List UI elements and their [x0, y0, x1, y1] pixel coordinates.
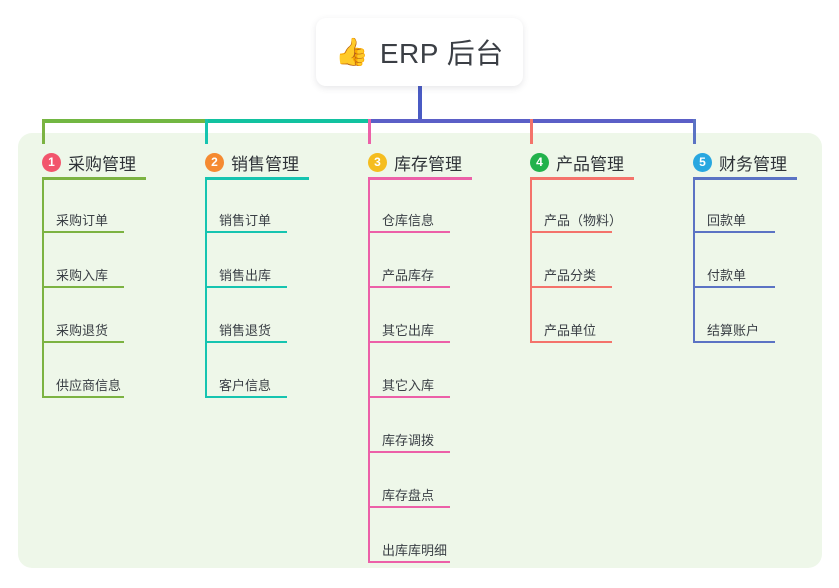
column-badge-3: 3 — [368, 153, 387, 172]
leaf-underline — [205, 286, 287, 288]
leaf-item[interactable]: 采购订单 — [56, 213, 109, 228]
diagram-background-panel — [18, 133, 822, 568]
leaf-item[interactable]: 销售退货 — [219, 323, 272, 338]
leaf-underline — [368, 451, 450, 453]
leaf-underline — [530, 286, 612, 288]
column-underline-5 — [693, 177, 797, 180]
leaf-underline — [368, 561, 450, 563]
root-node[interactable]: 👍 ERP 后台 — [316, 18, 523, 86]
column-stem-3 — [368, 177, 370, 563]
leaf-item[interactable]: 其它入库 — [382, 378, 435, 393]
leaf-underline — [693, 341, 775, 343]
leaf-underline — [693, 231, 775, 233]
leaf-underline — [368, 286, 450, 288]
leaf-item[interactable]: 供应商信息 — [56, 378, 122, 393]
leaf-item[interactable]: 采购入库 — [56, 268, 109, 283]
leaf-item[interactable]: 客户信息 — [219, 378, 272, 393]
leaf-item[interactable]: 销售订单 — [219, 213, 272, 228]
leaf-item[interactable]: 销售出库 — [219, 268, 272, 283]
column-drop-1 — [42, 119, 45, 144]
column-badge-4: 4 — [530, 153, 549, 172]
leaf-underline — [530, 341, 612, 343]
column-drop-2 — [205, 119, 208, 144]
column-title-1: 采购管理 — [68, 155, 136, 174]
leaf-item[interactable]: 产品（物料） — [544, 213, 623, 228]
root-title: ERP 后台 — [379, 38, 504, 69]
leaf-underline — [368, 396, 450, 398]
leaf-underline — [530, 231, 612, 233]
column-title-3: 库存管理 — [394, 155, 462, 174]
column-badge-2: 2 — [205, 153, 224, 172]
column-stem-4 — [530, 177, 532, 343]
trunk-segment-left — [42, 119, 208, 123]
leaf-item[interactable]: 产品库存 — [382, 268, 435, 283]
root-stem — [418, 86, 422, 122]
column-drop-3 — [368, 119, 371, 144]
column-badge-5: 5 — [693, 153, 712, 172]
column-header-3[interactable]: 3 库存管理 — [368, 150, 462, 175]
column-title-5: 财务管理 — [719, 155, 787, 174]
leaf-underline — [205, 396, 287, 398]
leaf-underline — [42, 286, 124, 288]
leaf-underline — [42, 341, 124, 343]
leaf-underline — [368, 341, 450, 343]
leaf-underline — [368, 231, 450, 233]
leaf-item[interactable]: 仓库信息 — [382, 213, 435, 228]
thumbs-up-icon: 👍 — [335, 36, 369, 67]
trunk-segment-mid — [205, 119, 371, 123]
leaf-item[interactable]: 回款单 — [707, 213, 747, 228]
leaf-underline — [368, 506, 450, 508]
leaf-item[interactable]: 产品单位 — [544, 323, 597, 338]
column-header-1[interactable]: 1 采购管理 — [42, 150, 136, 175]
leaf-item[interactable]: 其它出库 — [382, 323, 435, 338]
leaf-item[interactable]: 采购退货 — [56, 323, 109, 338]
column-title-2: 销售管理 — [231, 155, 299, 174]
column-badge-1: 1 — [42, 153, 61, 172]
column-stem-5 — [693, 177, 695, 343]
leaf-underline — [693, 286, 775, 288]
leaf-underline — [42, 396, 124, 398]
column-drop-4 — [530, 119, 533, 144]
leaf-item[interactable]: 产品分类 — [544, 268, 597, 283]
leaf-item[interactable]: 库存调拨 — [382, 433, 435, 448]
column-underline-4 — [530, 177, 634, 180]
column-underline-2 — [205, 177, 309, 180]
column-underline-1 — [42, 177, 146, 180]
column-header-2[interactable]: 2 销售管理 — [205, 150, 299, 175]
leaf-item[interactable]: 库存盘点 — [382, 488, 435, 503]
column-underline-3 — [368, 177, 472, 180]
leaf-underline — [42, 231, 124, 233]
column-drop-5 — [693, 119, 696, 144]
leaf-item[interactable]: 付款单 — [707, 268, 747, 283]
leaf-underline — [205, 231, 287, 233]
leaf-underline — [205, 341, 287, 343]
column-title-4: 产品管理 — [556, 155, 624, 174]
column-header-4[interactable]: 4 产品管理 — [530, 150, 624, 175]
column-header-5[interactable]: 5 财务管理 — [693, 150, 787, 175]
leaf-item[interactable]: 出库库明细 — [382, 543, 448, 558]
leaf-item[interactable]: 结算账户 — [707, 323, 760, 338]
